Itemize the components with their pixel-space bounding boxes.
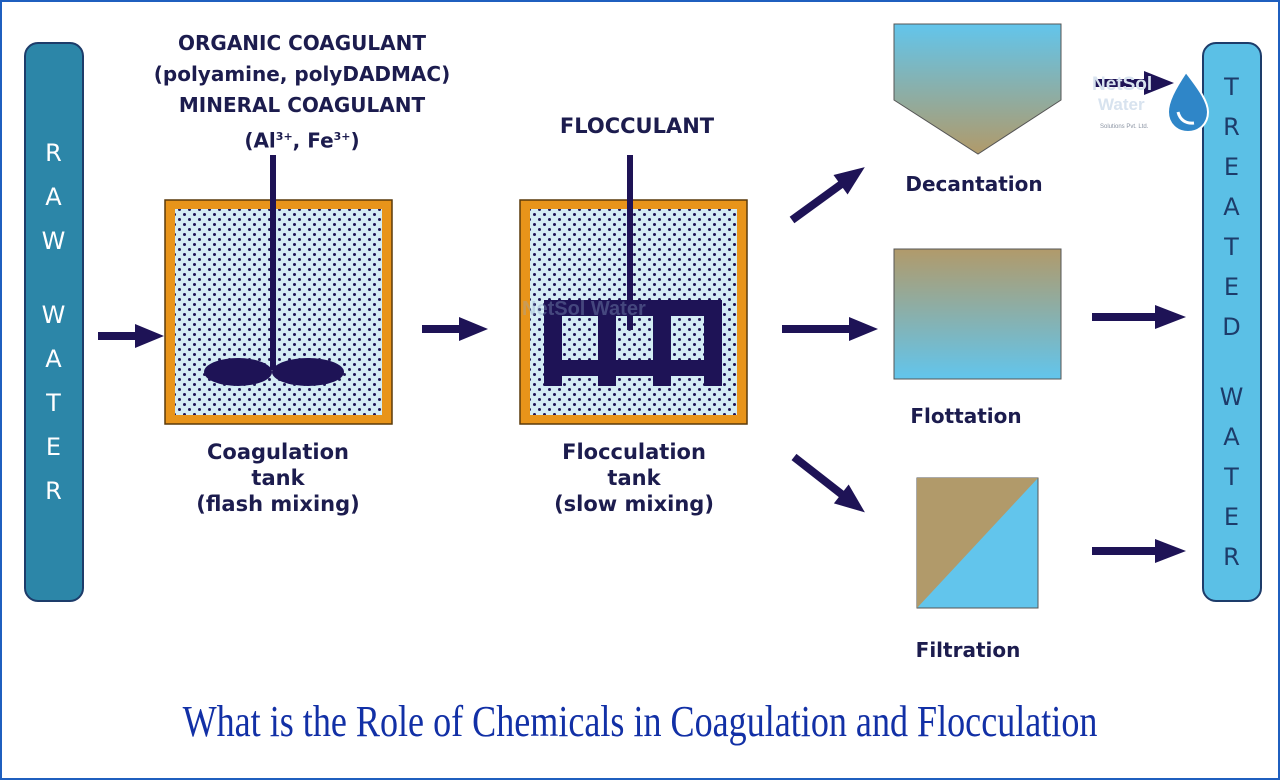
vertical-letter: A [45, 183, 63, 211]
vertical-letter: E [1223, 503, 1241, 531]
coagulation-caption-line-1: Coagulation [207, 440, 349, 464]
vertical-letter: T [1224, 233, 1240, 261]
arrow-filtration-to-treated [1092, 539, 1186, 563]
decantation-label: Decantation [905, 172, 1043, 196]
coagulation-tank-caption: Coagulation tank (flash mixing) [158, 439, 398, 517]
arrow-flottation-to-treated [1092, 305, 1186, 329]
vertical-letter: W [1219, 383, 1245, 411]
coagulant-line-3: MINERAL COAGULANT [178, 93, 426, 117]
arrow-to-decantation [789, 167, 865, 224]
al-superscript: 3+ [275, 130, 293, 143]
impeller-blade-right [272, 358, 344, 386]
water-drop-icon [1166, 70, 1210, 134]
arrow-to-filtration [791, 453, 865, 513]
flottation-vessel [893, 248, 1062, 380]
netsol-logo: NetSol Water Solutions Pvt. Ltd. [1092, 70, 1210, 134]
vertical-letter: A [45, 345, 63, 373]
paddle-frame [544, 300, 722, 386]
vertical-letter: D [1222, 313, 1242, 341]
flottation-label: Flottation [910, 404, 1022, 428]
flow-arrows [98, 71, 1186, 563]
flocculation-caption-line-2: tank [607, 466, 661, 490]
coagulation-tank [164, 155, 393, 425]
logo-name-line-1: NetSol [1092, 74, 1152, 95]
flocculant-label: FLOCCULANT [559, 114, 715, 138]
arrow-raw-to-coagulation [98, 324, 164, 348]
vertical-letter: R [45, 139, 63, 167]
page-title: What is the Role of Chemicals in Coagula… [182, 697, 1098, 746]
arrow-coagulation-to-flocculation [422, 317, 488, 341]
logo-tagline: Solutions Pvt. Ltd. [1100, 124, 1149, 130]
vertical-letter: E [45, 433, 63, 461]
filtration-label: Filtration [915, 638, 1021, 662]
logo-name-line-2: Water [1098, 95, 1145, 114]
filtration-vessel [916, 477, 1039, 609]
vertical-letter: T [46, 389, 62, 417]
flocculator-shaft [627, 155, 633, 330]
flocculation-tank-caption: Flocculation tank (slow mixing) [514, 439, 754, 517]
coagulant-line-1: ORGANIC COAGULANT [178, 31, 426, 55]
fe-superscript: 3+ [333, 130, 351, 143]
al-label: (Al [244, 128, 276, 153]
flocculation-tank [519, 155, 748, 425]
vertical-letter: T [1224, 463, 1240, 491]
closing-paren: ) [350, 128, 360, 153]
flocculation-caption-line-3: (slow mixing) [554, 492, 714, 516]
vertical-letter: W [41, 301, 67, 329]
flocculation-caption-line-1: Flocculation [562, 440, 706, 464]
coagulant-line-2: (polyamine, polyDADMAC) [153, 62, 451, 86]
vertical-letter: R [1223, 113, 1241, 141]
impeller-blade-left [204, 358, 272, 386]
vertical-letter: R [1223, 543, 1241, 571]
coagulation-caption-line-3: (flash mixing) [196, 492, 360, 516]
vertical-letter: E [1223, 153, 1241, 181]
coagulation-caption-line-2: tank [251, 466, 305, 490]
vertical-letter: T [1224, 73, 1240, 101]
arrow-to-flottation [782, 317, 878, 341]
mixer-shaft [270, 155, 276, 370]
vertical-letter: E [1223, 273, 1241, 301]
coagulant-line-4: (Al3+, Fe3+) [112, 121, 492, 157]
vertical-letter: A [1223, 193, 1241, 221]
vertical-letter: A [1223, 423, 1241, 451]
arrow-decantation-to-treated [1095, 71, 1174, 95]
coagulant-label: ORGANIC COAGULANT (polyamine, polyDADMAC… [112, 28, 492, 157]
vertical-letter: W [41, 227, 67, 255]
vertical-letter: R [45, 477, 63, 505]
fe-label: , Fe [292, 128, 334, 153]
decantation-vessel [893, 23, 1062, 155]
